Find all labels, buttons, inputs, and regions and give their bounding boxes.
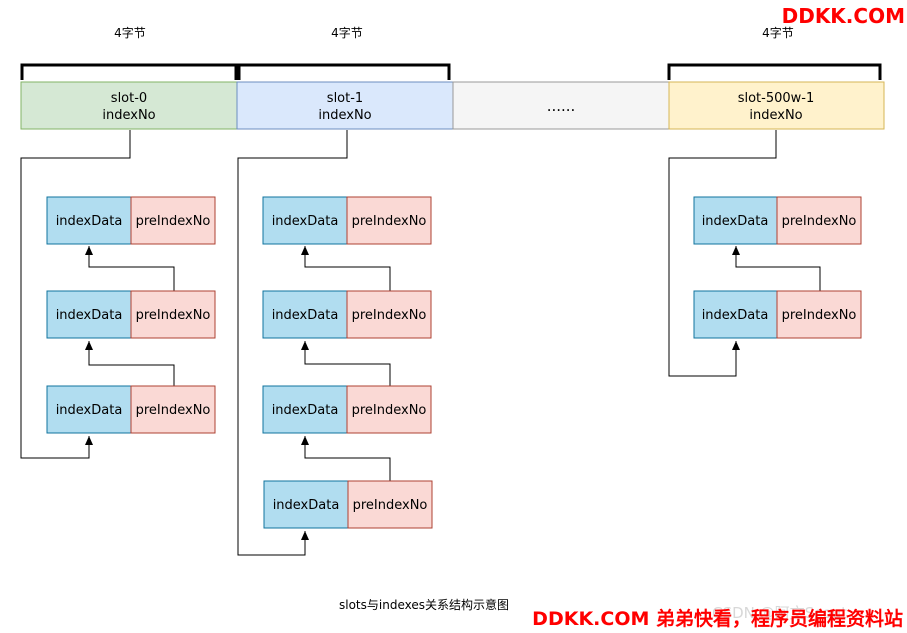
slot-ellipsis: ...... (452, 81, 670, 130)
pre-index-no-label: preIndexNo (782, 308, 857, 323)
index-data-label: indexData (272, 403, 339, 418)
index-chain-slot-1: indexData preIndexNo indexData preIndexN… (237, 130, 433, 556)
pre-pointer-arrow (85, 246, 175, 291)
index-node: indexData preIndexNo (263, 480, 433, 529)
brand-banner-bottom: DDKK.COM 弟弟快看，程序员编程资料站 (532, 608, 903, 630)
ellipsis-label: ...... (547, 97, 576, 115)
pre-index-no-label: preIndexNo (352, 214, 427, 229)
brace-label: 4字节 (331, 25, 363, 40)
index-node: indexData preIndexNo (693, 196, 862, 245)
slot-sublabel: indexNo (318, 108, 371, 123)
index-node: indexData preIndexNo (693, 290, 862, 339)
slot-to-tail-connector (20, 130, 131, 459)
pre-pointer-arrow (301, 246, 391, 291)
index-node: indexData preIndexNo (262, 290, 432, 339)
index-data-label: indexData (56, 214, 123, 229)
brand-logo-top: DDKK.COM (781, 4, 905, 28)
diagram-caption: slots与indexes关系结构示意图 (339, 597, 509, 612)
index-chain-slot-500w-1: indexData preIndexNo indexData preIndexN… (668, 130, 862, 377)
index-data-label: indexData (56, 308, 123, 323)
brace-slot-500w-1: 4字节 (667, 25, 882, 80)
pre-index-no-label: preIndexNo (136, 308, 211, 323)
pre-index-no-label: preIndexNo (352, 308, 427, 323)
pre-index-no-label: preIndexNo (136, 403, 211, 418)
slot-label: slot-500w-1 (738, 91, 815, 106)
index-data-label: indexData (56, 403, 123, 418)
pre-index-no-label: preIndexNo (136, 214, 211, 229)
slot-sublabel: indexNo (102, 108, 155, 123)
index-data-label: indexData (702, 214, 769, 229)
slot-sublabel: indexNo (749, 108, 802, 123)
index-node: indexData preIndexNo (46, 196, 216, 245)
index-data-label: indexData (272, 308, 339, 323)
slot-label: slot-1 (327, 91, 363, 106)
slot-to-tail-connector (237, 130, 348, 556)
brace-label: 4字节 (114, 25, 146, 40)
brace-label: 4字节 (762, 25, 794, 40)
pre-pointer-arrow (301, 341, 391, 386)
slot-1: slot-1 indexNo (236, 81, 454, 130)
pre-index-no-label: preIndexNo (782, 214, 857, 229)
pre-pointer-arrow (85, 341, 175, 386)
index-node: indexData preIndexNo (46, 290, 216, 339)
slot-label: slot-0 (111, 91, 147, 106)
csdn-watermark: CSDN @阿文Scout (712, 604, 847, 622)
index-node: indexData preIndexNo (46, 385, 216, 434)
index-node: indexData preIndexNo (262, 385, 432, 434)
slot-to-tail-connector (668, 130, 777, 377)
pre-pointer-arrow (732, 246, 821, 291)
slot-array: slot-0 indexNo slot-1 indexNo ...... slo… (20, 81, 885, 130)
index-data-label: indexData (702, 308, 769, 323)
brace-slot-0: 4字节 (20, 25, 238, 80)
slot-500w-1: slot-500w-1 indexNo (668, 81, 885, 130)
brace-slot-1: 4字节 (237, 25, 451, 80)
pre-pointer-arrow (301, 436, 391, 481)
pre-index-no-label: preIndexNo (352, 403, 427, 418)
index-chain-slot-0: indexData preIndexNo indexData preIndexN… (20, 130, 216, 459)
index-node: indexData preIndexNo (262, 196, 432, 245)
pre-index-no-label: preIndexNo (353, 498, 428, 513)
slot-0: slot-0 indexNo (20, 81, 238, 130)
index-data-label: indexData (273, 498, 340, 513)
index-data-label: indexData (272, 214, 339, 229)
